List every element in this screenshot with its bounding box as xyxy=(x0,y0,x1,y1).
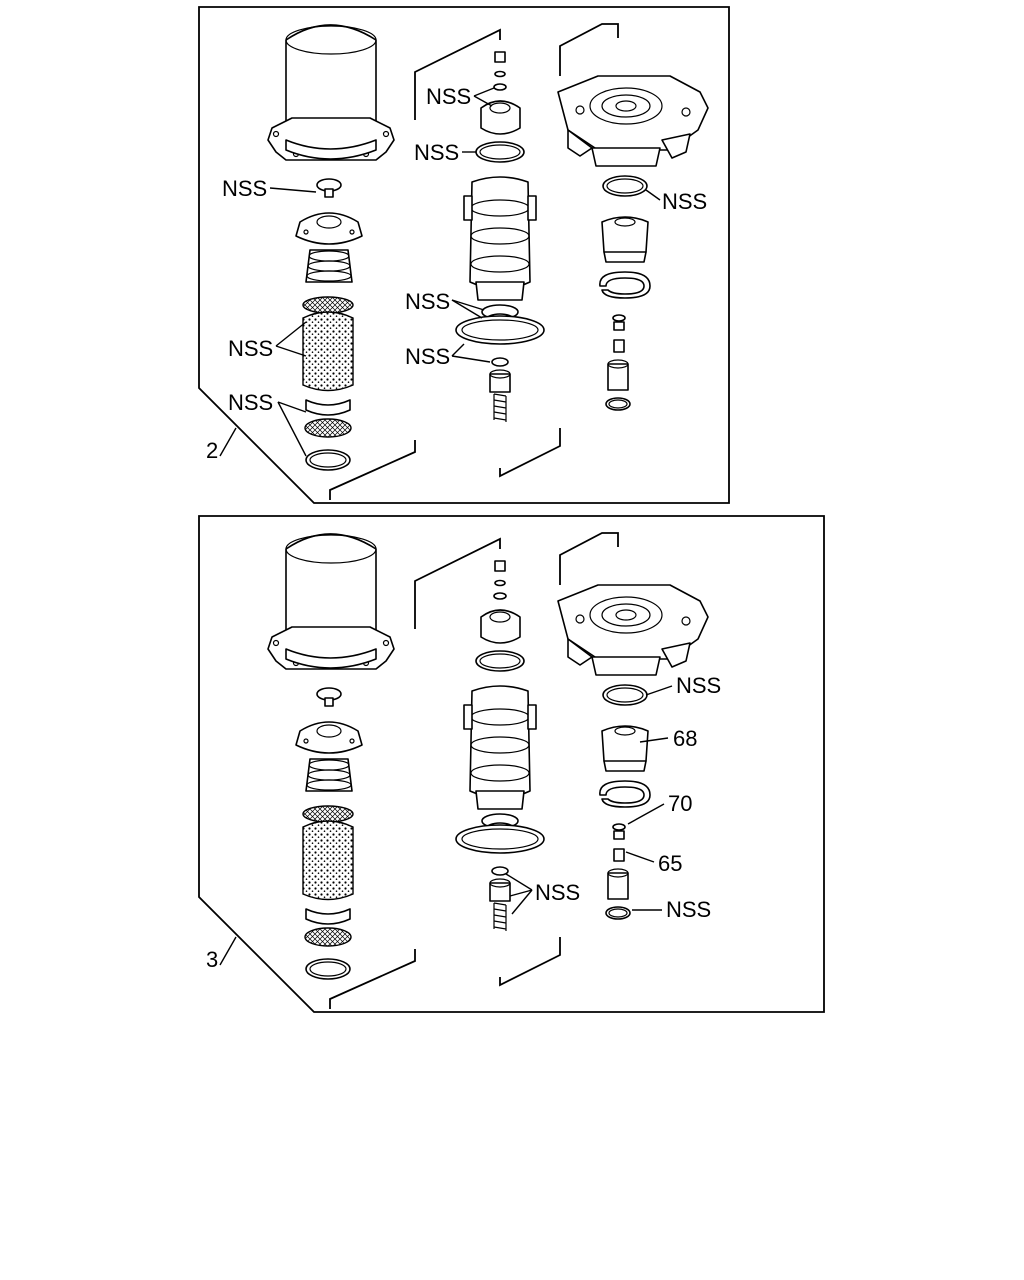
panel-3-part-65: 65 xyxy=(658,851,682,876)
panel-2-nss-right-ring: NSS xyxy=(662,189,707,214)
panel-2-callout: 2 xyxy=(206,438,218,463)
panel-2-nss-top-oring: NSS xyxy=(414,140,459,165)
panel-3-part-70: 70 xyxy=(668,791,692,816)
panel-3-assembly xyxy=(267,532,709,1010)
panel-3-frame xyxy=(198,515,825,1013)
panel-2: 2 NSS NSS NSS NSS NSS NSS NSS NSS xyxy=(198,6,730,504)
panel-2-nss-cap: NSS xyxy=(222,176,267,201)
panel-2-nss-mid-seals: NSS xyxy=(405,289,450,314)
panel-3-nss-spring: NSS xyxy=(535,880,580,905)
panel-2-frame xyxy=(198,6,730,504)
panel-3-part-68: 68 xyxy=(673,726,697,751)
panel-2-nss-top-washer: NSS xyxy=(426,84,471,109)
panel-2-assembly xyxy=(267,23,709,501)
panel-2-nss-lower-seals: NSS xyxy=(405,344,450,369)
panel-3-nss-bottom-ring: NSS xyxy=(666,897,711,922)
panel-3-nss-right-ring: NSS xyxy=(676,673,721,698)
panel-2-nss-bottom: NSS xyxy=(228,390,273,415)
panel-3-callout: 3 xyxy=(206,947,218,972)
panel-3: 3 NSS 68 70 65 NSS NSS xyxy=(198,515,825,1013)
panel-2-nss-filter: NSS xyxy=(228,336,273,361)
